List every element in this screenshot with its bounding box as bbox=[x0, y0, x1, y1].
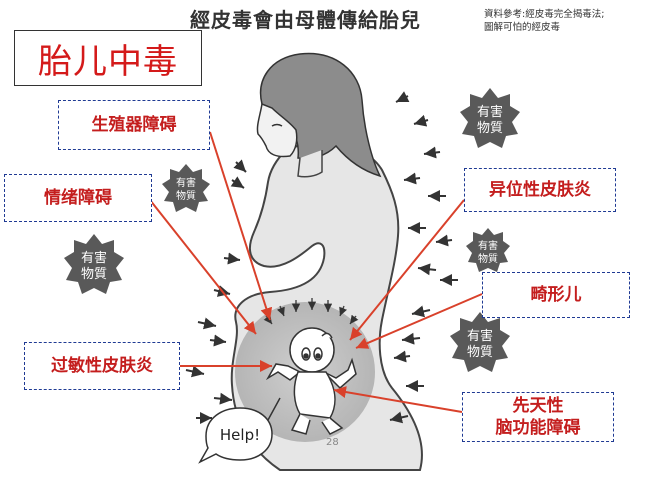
label-congenital-brain-disorder: 先天性 脑功能障碍 bbox=[462, 392, 614, 442]
page-title: 經皮毒會由母體傳給胎兒 bbox=[190, 8, 421, 32]
harmful-badge-left-line2: 物質 bbox=[81, 267, 107, 282]
harmful-badge-top-right: 有害 物質 bbox=[460, 88, 520, 148]
annotation-arrows bbox=[149, 131, 483, 413]
harmful-badge-mid-right-line1: 有害 bbox=[478, 239, 498, 252]
page-number: 28 bbox=[326, 437, 339, 448]
label-reproductive-disorder: 生殖器障碍 bbox=[58, 100, 210, 150]
harmful-badge-bottom-right: 有害 物質 bbox=[450, 312, 510, 372]
label-allergic-text: 过敏性皮肤炎 bbox=[51, 356, 153, 376]
harmful-badge-left-line1: 有害 bbox=[81, 250, 107, 266]
harmful-badge-bottom-right-line2: 物質 bbox=[467, 345, 493, 360]
harmful-badge-bottom-right-line1: 有害 bbox=[467, 328, 493, 344]
harmful-badge-center: 有害 物質 bbox=[162, 164, 210, 212]
label-emotional-text: 情绪障碍 bbox=[44, 188, 112, 208]
label-deformity-text: 畸形儿 bbox=[530, 285, 582, 305]
harmful-badge-top-right-line1: 有害 bbox=[477, 104, 503, 120]
harmful-badge-center-line1: 有害 bbox=[176, 176, 196, 189]
harmful-badge-top-right-line2: 物質 bbox=[477, 121, 503, 136]
label-allergic-dermatitis: 过敏性皮肤炎 bbox=[24, 342, 180, 390]
harmful-badge-center-line2: 物質 bbox=[176, 189, 196, 202]
label-deformity: 畸形儿 bbox=[482, 272, 630, 318]
label-atopic-text: 异位性皮肤炎 bbox=[489, 180, 591, 200]
harmful-badge-mid-right-line2: 物質 bbox=[478, 252, 498, 265]
harmful-badge-left: 有害 物質 bbox=[64, 234, 124, 294]
label-emotional-disorder: 情绪障碍 bbox=[4, 174, 152, 222]
source-note: 資料參考:經皮毒完全揭毒法; 圖解可怕的經皮毒 bbox=[484, 8, 604, 34]
label-atopic-dermatitis: 异位性皮肤炎 bbox=[464, 168, 616, 212]
speech-bubble: Help! bbox=[198, 397, 281, 464]
label-reproductive-text: 生殖器障碍 bbox=[91, 115, 177, 135]
source-line-2: 圖解可怕的經皮毒 bbox=[484, 22, 561, 33]
main-title: 胎儿中毒 bbox=[38, 41, 178, 82]
source-line-1: 資料參考:經皮毒完全揭毒法; bbox=[484, 9, 605, 20]
harmful-badge-mid-right: 有害 物質 bbox=[466, 228, 510, 272]
fetus bbox=[265, 327, 357, 435]
label-congenital-line1: 先天性 bbox=[512, 396, 564, 416]
label-congenital-line2: 脑功能障碍 bbox=[495, 418, 581, 438]
face bbox=[256, 102, 298, 158]
main-title-box: 胎儿中毒 bbox=[14, 30, 202, 86]
speech-bubble-text: Help! bbox=[220, 426, 260, 444]
hair bbox=[260, 52, 382, 178]
